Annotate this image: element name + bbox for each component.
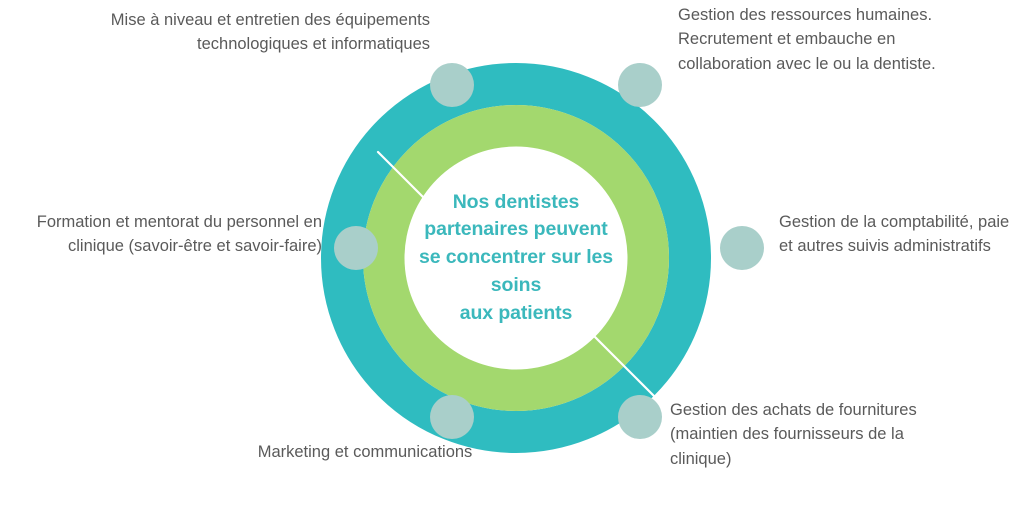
center-line-2: partenaires peuvent [424,218,608,241]
label-marketing-communications: Marketing et communications [257,443,473,461]
node-dot-accounting[interactable] [720,226,764,270]
divider-line-lower-right [583,325,656,398]
node-dot-training[interactable] [334,226,378,270]
center-disc [404,146,628,370]
center-line-4: soins [490,273,542,296]
center-line-1: Nos dentistes [452,190,580,213]
label-human-resources: Gestion des ressources humaines. Recrute… [678,6,936,73]
label-training-mentorship: Formation et mentorat du personnel en cl… [36,213,322,256]
center-statement: Nos dentistes partenaires peuvent se con… [404,172,628,344]
node-dot-marketing[interactable] [430,395,474,439]
donut-chart [321,63,711,453]
donut-rings-svg [321,63,711,453]
label-accounting-payroll: Gestion de la comptabilité, paie et autr… [779,213,1010,256]
divider-line-upper-left [376,150,449,223]
label-supply-purchasing: Gestion des achats de fournitures (maint… [670,401,917,468]
center-line-3: se concentrer sur les [418,246,614,269]
node-dot-human-resources[interactable] [618,63,662,107]
center-line-5: aux patients [459,301,573,324]
label-technology-upgrade: Mise à niveau et entretien des équipemen… [110,11,430,54]
inner-ring-green [363,105,669,411]
node-dot-technology[interactable] [430,63,474,107]
node-dot-purchasing[interactable] [618,395,662,439]
